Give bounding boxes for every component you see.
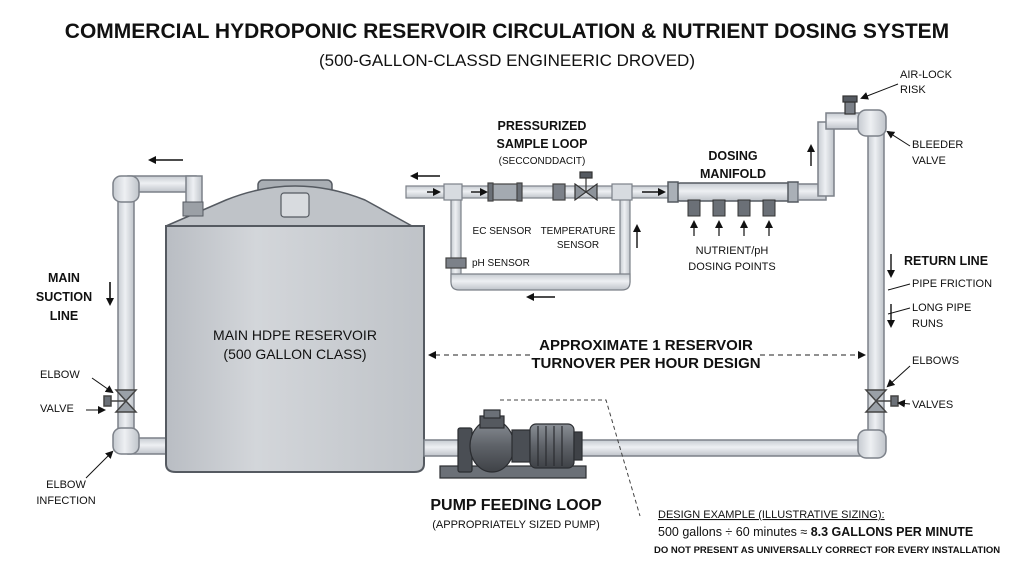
turnover-line-1: APPROXIMATE 1 RESERVOIR xyxy=(539,337,753,354)
dosing-port xyxy=(687,199,701,217)
main-suction-label-2: SUCTION xyxy=(36,290,92,304)
design-example-note: DO NOT PRESENT AS UNIVERSALLY CORRECT FO… xyxy=(654,545,1000,556)
valves-leader xyxy=(897,399,911,408)
ec-sensor xyxy=(487,182,523,202)
bleeder-leader xyxy=(886,130,911,147)
temperature-sensor xyxy=(552,183,566,201)
dosing-point-arrows xyxy=(690,220,773,236)
design-example-formula: 500 gallons ÷ 60 minutes ≈ 8.3 GALLONS P… xyxy=(658,525,973,539)
sample-loop-title-2: SAMPLE LOOP xyxy=(497,137,588,151)
pipe-friction-label: PIPE FRICTION xyxy=(912,278,992,290)
diagram-subtitle: (500-GALLON-CLASSD ENGINEERIC DROVED) xyxy=(319,51,695,70)
dosing-points-label-2: DOSING POINTS xyxy=(688,261,775,273)
return-line-label: RETURN LINE xyxy=(904,254,988,268)
sample-loop-subtitle: (SECCONDDACIT) xyxy=(499,156,586,167)
reservoir-title: MAIN HDPE RESERVOIR xyxy=(213,327,377,343)
manifold-title-2: MANIFOLD xyxy=(700,167,766,181)
pump-subtitle: (APPROPRIATELY SIZED PUMP) xyxy=(432,519,599,531)
dosing-port xyxy=(762,199,776,217)
air-lock-label-2: RISK xyxy=(900,84,926,96)
pipe-friction-leader xyxy=(887,283,911,291)
temp-sensor-label-1: TEMPERATURE xyxy=(541,226,616,237)
dosing-points-label-1: NUTRIENT/pH xyxy=(696,245,769,257)
turnover-line-2: TURNOVER PER HOUR DESIGN xyxy=(531,355,760,372)
long-pipe-leader xyxy=(887,307,911,315)
diagram-title: COMMERCIAL HYDROPONIC RESERVOIR CIRCULAT… xyxy=(65,20,949,43)
ph-sensor-label: pH SENSOR xyxy=(472,258,530,269)
sample-loop-title-1: PRESSURIZED xyxy=(498,119,587,133)
design-example-heading: DESIGN EXAMPLE (ILLUSTRATIVE SIZING): xyxy=(658,509,885,521)
bleeder-valve xyxy=(842,95,858,115)
elbow-leader xyxy=(91,377,114,394)
ec-sensor-label: EC SENSOR xyxy=(473,226,532,237)
dosing-port xyxy=(737,199,751,217)
long-pipe-label-1: LONG PIPE xyxy=(912,302,971,314)
valves-label: VALVES xyxy=(912,399,953,411)
elbow-infection-label-1: ELBOW xyxy=(46,479,86,491)
elbow-infection-label-2: INFECTION xyxy=(36,495,95,507)
return-valve xyxy=(864,389,899,413)
air-lock-label-1: AIR-LOCK xyxy=(900,69,953,81)
pump-callout-line xyxy=(500,399,641,517)
suction-valve xyxy=(103,389,138,413)
air-lock-leader xyxy=(860,83,899,100)
bleeder-label-2: VALVE xyxy=(912,155,946,167)
formula-text: 500 gallons ÷ 60 minutes ≈ xyxy=(658,525,811,539)
manifold-title-1: DOSING xyxy=(708,149,757,163)
main-suction-label-1: MAIN xyxy=(48,271,80,285)
dosing-port xyxy=(712,199,726,217)
elbows-label: ELBOWS xyxy=(912,355,959,367)
long-pipe-label-2: RUNS xyxy=(912,318,943,330)
bleeder-label-1: BLEEDER xyxy=(912,139,963,151)
sample-loop-pipe xyxy=(405,183,677,291)
dosing-ports xyxy=(687,199,776,217)
elbow-infection-leader xyxy=(85,450,114,479)
pump-title: PUMP FEEDING LOOP xyxy=(430,497,602,514)
dosing-manifold xyxy=(667,181,799,203)
temp-sensor-label-2: SENSOR xyxy=(557,240,599,251)
main-reservoir xyxy=(165,179,425,473)
sample-valve xyxy=(574,171,598,202)
elbow-label: ELBOW xyxy=(40,369,80,381)
ph-sensor xyxy=(445,257,467,269)
elbows-leader xyxy=(886,365,911,388)
pump xyxy=(439,409,587,479)
formula-result: 8.3 GALLONS PER MINUTE xyxy=(811,525,974,539)
valve-label: VALVE xyxy=(40,403,74,415)
main-suction-label-3: LINE xyxy=(50,309,78,323)
reservoir-subtitle: (500 GALLON CLASS) xyxy=(223,346,366,362)
